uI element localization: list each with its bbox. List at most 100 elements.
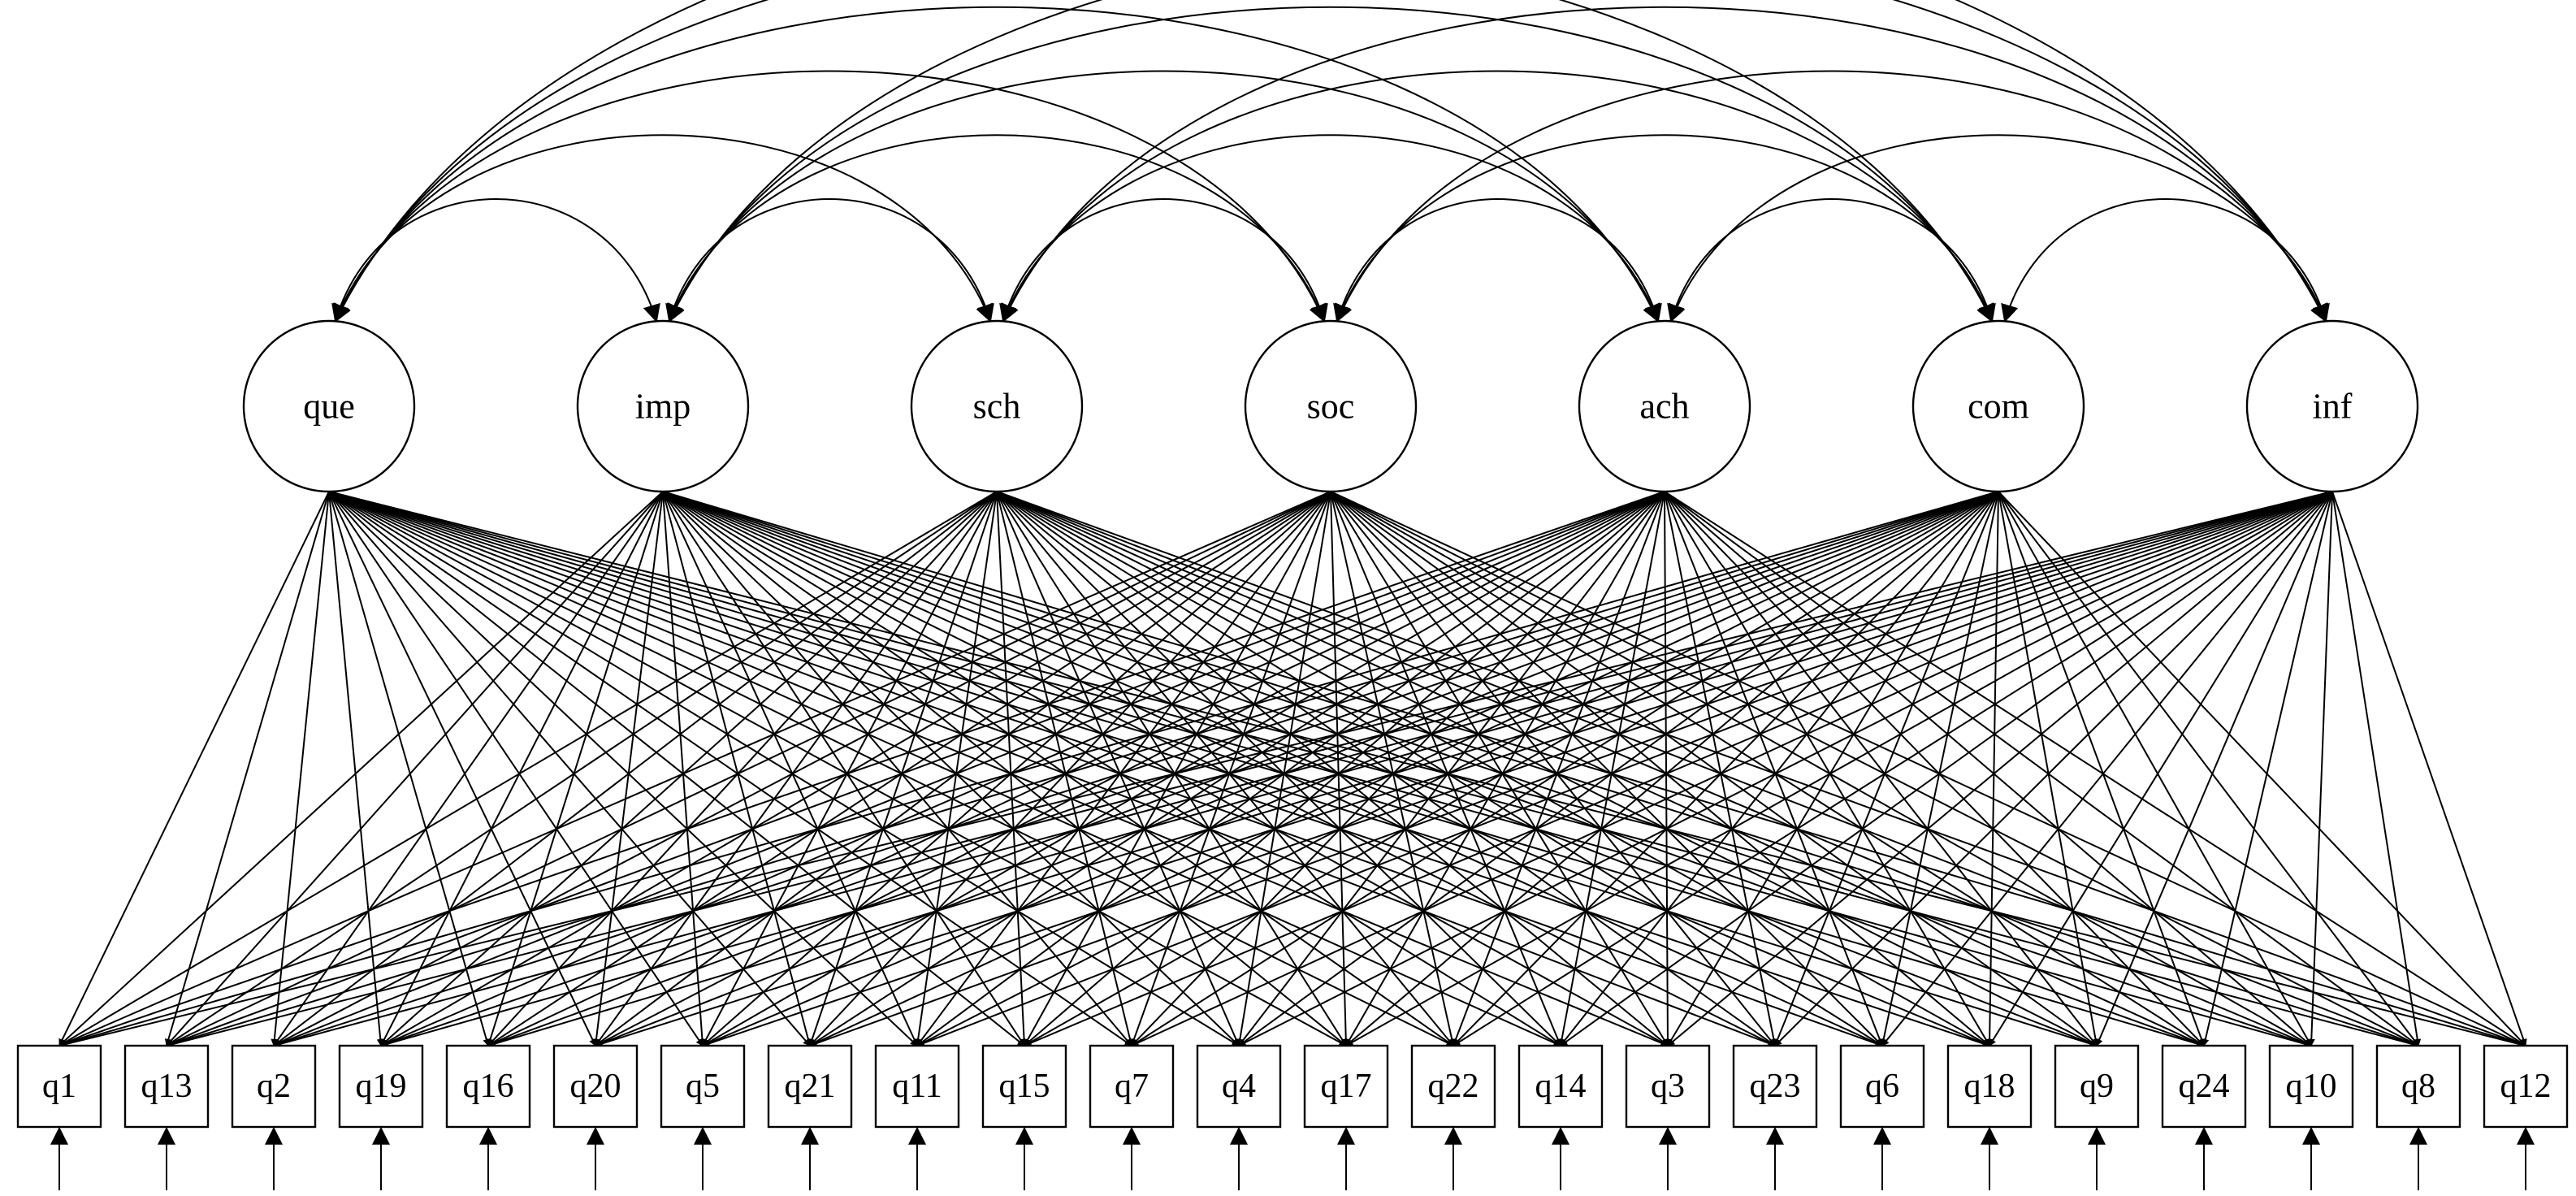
loading-que-q1 [58, 491, 330, 1046]
item-box [767, 1044, 853, 1129]
loading-com-q16 [487, 491, 1999, 1047]
item-box [123, 1044, 210, 1129]
loading-que-q8 [328, 491, 2419, 1048]
covariance-que-imp [331, 198, 660, 323]
loading-sch-q19 [380, 491, 998, 1046]
loading-imp-q13 [166, 491, 664, 1046]
item-box [231, 1044, 317, 1129]
item-box [2161, 1044, 2247, 1129]
loading-sch-q12 [996, 491, 2526, 1047]
item-label: q13 [141, 1068, 193, 1105]
loading-ach-q13 [166, 491, 1665, 1047]
loading-sch-q3 [996, 491, 1669, 1046]
loading-com-q8 [1998, 491, 2419, 1046]
loading-ach-q2 [273, 491, 1665, 1047]
loading-sch-q8 [996, 491, 2419, 1047]
loading-soc-q13 [166, 491, 1331, 1046]
loading-inf-q14 [1560, 491, 2333, 1046]
item-box [1732, 1044, 1818, 1129]
item-label: q6 [1865, 1068, 1899, 1105]
loading-imp-q7 [662, 491, 1132, 1046]
loading-que-q11 [328, 491, 918, 1046]
loading-imp-q2 [273, 491, 664, 1046]
covariance-imp-soc [667, 134, 1327, 323]
loading-inf-q11 [916, 491, 2333, 1047]
loading-que-q2 [271, 491, 330, 1046]
loading-com-q24 [1998, 491, 2206, 1046]
item-q3: q3 [1625, 1044, 1711, 1129]
loading-soc-q9 [1330, 491, 2098, 1046]
factor-circle [242, 319, 416, 493]
loading-soc-q19 [380, 491, 1331, 1046]
loading-inf-q18 [1989, 491, 2333, 1046]
loading-com-q17 [1345, 491, 1999, 1046]
factor-label: com [1968, 387, 2029, 427]
item-label: q20 [570, 1068, 621, 1105]
loading-ach-q21 [809, 491, 1665, 1046]
item-box [1625, 1044, 1711, 1129]
factor-soc: soc [1244, 319, 1418, 493]
loading-com-q6 [1880, 491, 1999, 1046]
loading-sch-q11 [914, 491, 998, 1046]
item-label: q1 [42, 1068, 76, 1105]
covariance-que-com [334, 0, 1994, 323]
item-box [552, 1044, 639, 1129]
item-q21: q21 [767, 1044, 853, 1129]
item-box [1946, 1044, 2033, 1129]
item-q9: q9 [2054, 1044, 2140, 1129]
covariance-imp-com [668, 6, 1994, 323]
loading-inf-q5 [702, 491, 2333, 1047]
factor-label: ach [1639, 387, 1689, 427]
covariance-que-inf [334, 0, 2327, 323]
item-label: q7 [1115, 1068, 1149, 1105]
item-q19: q19 [338, 1044, 424, 1129]
item-q20: q20 [552, 1044, 639, 1129]
loading-ach-q1 [58, 491, 1665, 1047]
loading-imp-q16 [487, 491, 664, 1046]
item-label: q16 [463, 1068, 514, 1105]
loading-soc-q3 [1330, 491, 1669, 1046]
loading-inf-q16 [487, 491, 2333, 1047]
loading-sch-q17 [996, 491, 1347, 1046]
loading-soc-q1 [58, 491, 1331, 1046]
loading-sch-q16 [487, 491, 998, 1046]
factor-ach: ach [1578, 319, 1751, 493]
loading-inf-q10 [2307, 491, 2333, 1046]
loading-soc-q2 [273, 491, 1331, 1046]
loading-que-q18 [328, 491, 1990, 1047]
loading-sch-q23 [996, 491, 1776, 1046]
loading-soc-q12 [1330, 491, 2526, 1046]
factor-label: imp [635, 387, 691, 427]
item-q12: q12 [2483, 1044, 2569, 1129]
item-label: q18 [1964, 1068, 2015, 1105]
covariance-imp-ach [667, 70, 1660, 323]
item-q1: q1 [16, 1044, 102, 1129]
covariance-sch-inf [1002, 6, 2327, 323]
loading-imp-q5 [662, 491, 706, 1046]
item-label: q17 [1321, 1068, 1372, 1105]
covariance-sch-com [1001, 70, 1994, 323]
item-q24: q24 [2161, 1044, 2247, 1129]
item-box [2483, 1044, 2569, 1129]
loading-ach-q17 [1345, 491, 1665, 1046]
loading-inf-q22 [1453, 491, 2333, 1046]
loading-inf-q7 [1131, 491, 2333, 1046]
loading-com-q20 [595, 491, 1999, 1047]
item-box [1839, 1044, 1925, 1129]
loading-com-q7 [1131, 491, 1999, 1046]
loading-inf-q3 [1667, 491, 2333, 1046]
loading-ach-q15 [1024, 491, 1665, 1046]
loading-inf-q20 [595, 491, 2333, 1047]
loading-inf-q24 [2202, 491, 2333, 1046]
loading-soc-q4 [1236, 491, 1331, 1046]
loading-sch-q13 [166, 491, 998, 1046]
item-label: q19 [356, 1068, 407, 1105]
item-q6: q6 [1839, 1044, 1925, 1129]
covariance-sch-ach [1001, 134, 1660, 323]
loading-soc-q8 [1330, 491, 2419, 1046]
loading-inf-q15 [1024, 491, 2333, 1046]
loading-imp-q11 [662, 491, 918, 1046]
item-box [660, 1044, 746, 1129]
covariance-ach-inf [1669, 134, 2328, 323]
